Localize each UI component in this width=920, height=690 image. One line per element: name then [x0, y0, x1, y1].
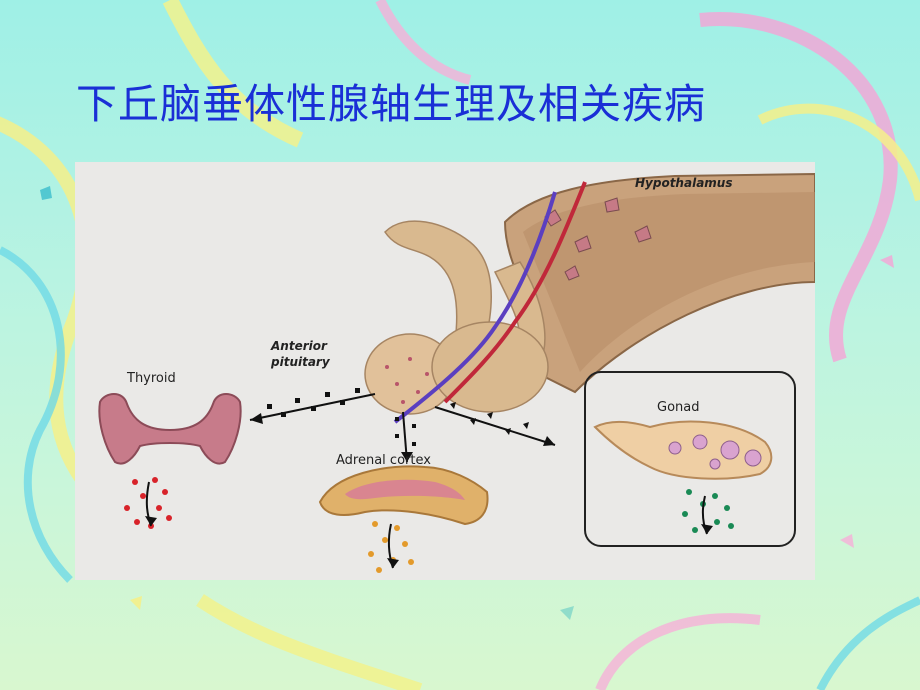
arrow-to-adrenal [395, 411, 416, 463]
ovary [593, 420, 773, 480]
arrow-to-thyroid [249, 388, 376, 424]
confetti-1 [40, 186, 52, 200]
arrow-to-gonad [434, 402, 556, 446]
confetti-3 [560, 606, 574, 620]
hypothalamic-neurons [544, 197, 652, 281]
confetti-2 [880, 255, 894, 268]
ribbon-bottom-right-teal [816, 596, 920, 690]
label-thyroid: Thyroid [127, 371, 176, 386]
label-anterior: Anterior [271, 339, 327, 353]
confetti-5 [840, 534, 854, 548]
ovarian-follicles [668, 434, 762, 470]
ribbon-right-yellow [757, 103, 920, 202]
thyroid-gland [98, 393, 242, 465]
ribbon-left-teal [0, 246, 73, 583]
ribbon-bottom-pink [595, 613, 761, 690]
label-anterior-pituitary: Anterior pituitary [271, 338, 330, 370]
slide-title: 下丘脑垂体性腺轴生理及相关疾病 [76, 80, 706, 128]
label-pituitary: pituitary [271, 355, 330, 369]
pituitary-cells [385, 357, 429, 404]
ribbon-right-pink [699, 12, 898, 363]
ribbon-top-yellow [162, 0, 304, 148]
posterior-pituitary [431, 321, 549, 413]
hypothalamus-inner [523, 192, 815, 372]
confetti-4 [130, 596, 142, 610]
hpa-axis-figure: Hypothalamus Anterior pituitary Thyroid … [75, 162, 815, 580]
gonad-frame [584, 371, 796, 547]
adrenal-medulla [345, 479, 465, 500]
label-adrenal-cortex: Adrenal cortex [336, 453, 431, 468]
ribbon-left-yellow [0, 116, 125, 526]
label-gonad: Gonad [657, 400, 700, 415]
label-hypothalamus: Hypothalamus [635, 176, 733, 190]
portal-vessel-red [443, 181, 587, 404]
ribbon-top-pink [375, 0, 472, 85]
portal-vessel-blue [393, 191, 557, 424]
hpa-axis-diagram [98, 172, 815, 573]
ribbon-bottom-yellow [196, 594, 423, 690]
